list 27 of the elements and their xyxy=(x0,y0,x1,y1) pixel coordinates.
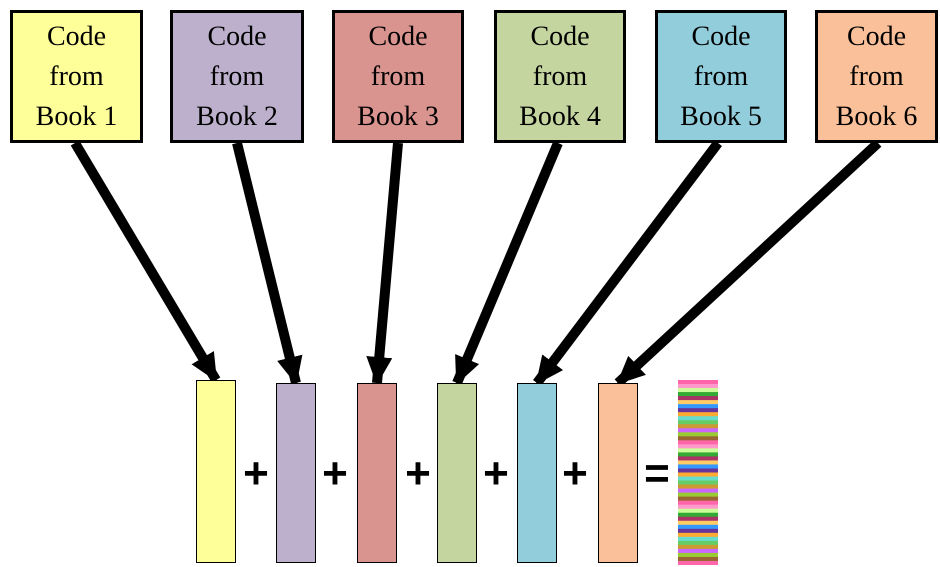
arrow xyxy=(366,142,403,385)
box-label: Code from Book 4 xyxy=(518,20,602,134)
text-box xyxy=(815,10,938,143)
code-bar xyxy=(276,383,316,563)
box-label: Code from Book 3 xyxy=(356,20,440,134)
arrow xyxy=(232,142,302,385)
operator-sign: + xyxy=(322,452,348,496)
box-label: Code from Book 2 xyxy=(195,20,279,134)
operator-sign: + xyxy=(562,452,588,496)
code-bar xyxy=(196,380,236,563)
text-box xyxy=(170,10,304,143)
code-bar xyxy=(517,383,557,563)
operator-sign: + xyxy=(243,452,269,496)
text-box xyxy=(332,10,464,143)
text-box xyxy=(494,10,626,143)
striped-bar-drawing xyxy=(678,380,718,565)
operator-sign: + xyxy=(483,452,509,496)
operator-sign: = xyxy=(644,452,670,496)
box-label: Code from Book 6 xyxy=(834,20,918,134)
code-bar xyxy=(598,383,638,563)
text-box xyxy=(10,10,143,143)
operator-sign: + xyxy=(405,452,431,496)
box-label: Code from Book 5 xyxy=(679,20,763,134)
code-bar xyxy=(437,383,477,563)
box-label: Code from Book 1 xyxy=(34,20,118,134)
text-box xyxy=(655,10,787,143)
code-bar xyxy=(357,383,397,563)
